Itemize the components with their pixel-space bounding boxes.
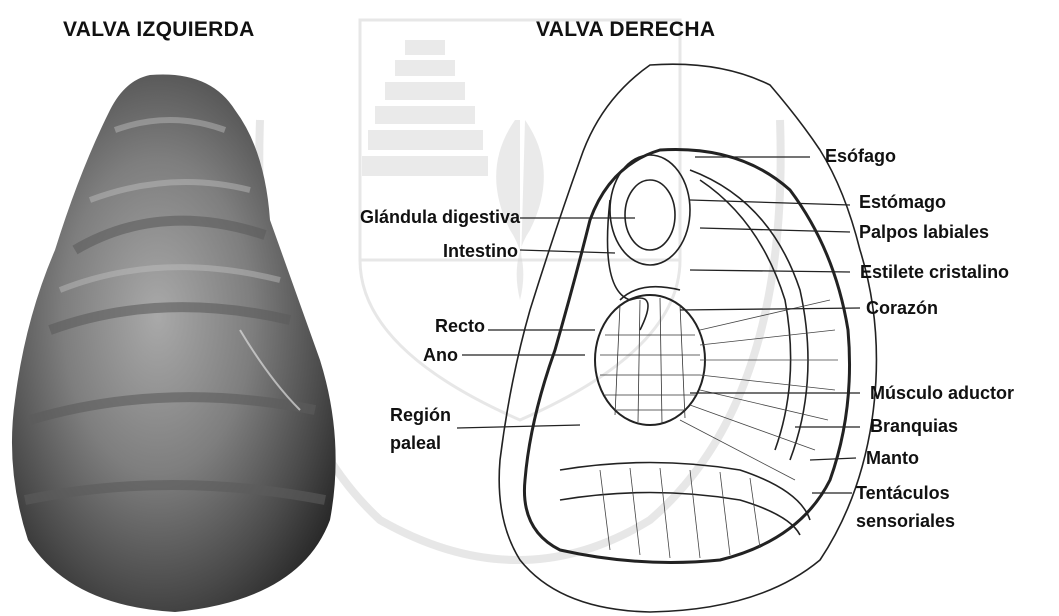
label-manto: Manto — [866, 448, 919, 469]
right-shell-outline — [499, 64, 876, 612]
label-recto: Recto — [380, 316, 485, 337]
label-glandula-digestiva: Glándula digestiva — [300, 207, 520, 228]
label-esofago: Esófago — [825, 146, 896, 167]
left-valve-title: VALVA IZQUIERDA — [63, 18, 255, 42]
label-paleal: paleal — [390, 433, 441, 454]
digestive-gland-shape — [610, 155, 690, 265]
label-sensoriales: sensoriales — [856, 511, 955, 532]
label-estomago: Estómago — [859, 192, 946, 213]
label-tentaculos: Tentáculos — [856, 483, 950, 504]
label-palpos-labiales: Palpos labiales — [859, 222, 989, 243]
label-ano: Ano — [380, 345, 458, 366]
label-region: Región — [390, 405, 451, 426]
adductor-muscle-shape — [595, 295, 705, 425]
label-estilete-cristalino: Estilete cristalino — [860, 262, 1009, 283]
label-branquias: Branquias — [870, 416, 958, 437]
label-intestino: Intestino — [380, 241, 518, 262]
label-musculo-aductor: Músculo aductor — [870, 383, 1014, 404]
right-valve-title: VALVA DERECHA — [536, 18, 715, 42]
label-corazon: Corazón — [866, 298, 938, 319]
